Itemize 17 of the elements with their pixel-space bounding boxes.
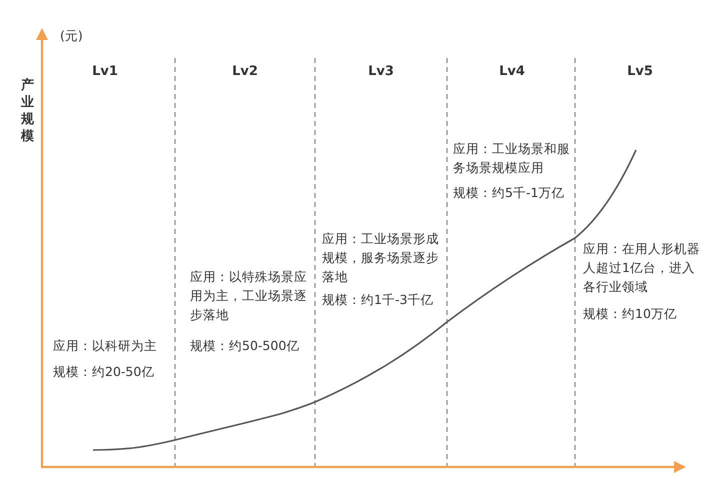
scale-text: 规模：约5千-1万亿 bbox=[453, 184, 566, 202]
axis-title: 产业规模 bbox=[21, 77, 35, 145]
application-text: 应用：以科研为主 bbox=[53, 337, 158, 355]
application-text: 应用：在用人形机器人超过1亿台，进入各行业领域 bbox=[583, 240, 701, 296]
level-label: Lv2 bbox=[231, 63, 259, 81]
scale-text: 规模：约20-50亿 bbox=[53, 363, 156, 381]
application-text: 应用：工业场景和服务场景规模应用 bbox=[453, 140, 571, 177]
level-label: Lv1 bbox=[91, 63, 119, 81]
level-label: Lv5 bbox=[626, 63, 654, 81]
level-label: Lv4 bbox=[498, 63, 526, 81]
application-text: 应用：工业场景形成规模，服务场景逐步落地 bbox=[322, 230, 440, 286]
scale-text: 规模：约10万亿 bbox=[583, 305, 678, 323]
application-text: 应用：以特殊场景应用为主，工业场景逐步落地 bbox=[190, 268, 308, 324]
scale-text: 规模：约50-500亿 bbox=[190, 337, 300, 355]
level-label: Lv3 bbox=[367, 63, 395, 81]
scale-text: 规模：约1千-3千亿 bbox=[322, 291, 434, 309]
unit-label: (元) bbox=[60, 27, 84, 45]
